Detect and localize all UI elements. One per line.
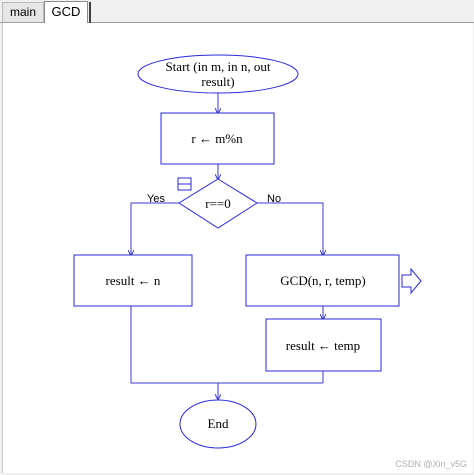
tab-gcd[interactable]: GCD <box>44 1 91 24</box>
result-temp-node[interactable]: result ← temp <box>265 318 382 372</box>
tab-main[interactable]: main <box>2 2 44 22</box>
collapse-toggle-icon[interactable] <box>177 177 192 191</box>
no-label: No <box>267 193 281 205</box>
assign-r-node[interactable]: r ← m%n <box>160 112 275 165</box>
condition-label: r==0 <box>205 196 231 211</box>
connectors <box>131 92 323 399</box>
result-temp-label: result ← temp <box>286 338 360 353</box>
gcd-call-label: GCD(n, r, temp) <box>280 273 365 288</box>
gcd-call-node[interactable]: GCD(n, r, temp) <box>245 254 400 307</box>
flowchart-canvas[interactable]: Start (in m, in n, out result) r ← m%n r… <box>2 23 473 473</box>
start-node[interactable]: Start (in m, in n, out result) <box>137 54 299 94</box>
flowchart-diagram: Start (in m, in n, out result) r ← m%n r… <box>73 54 422 449</box>
yes-label: Yes <box>147 193 165 205</box>
expand-arrow-icon[interactable] <box>401 267 422 295</box>
end-label: End <box>208 416 229 431</box>
edge-no-branch <box>257 202 323 255</box>
start-label-line1: Start (in m, in n, out <box>165 59 270 74</box>
result-n-label: result ← n <box>106 273 161 288</box>
watermark: CSDN @Xin_v5G <box>395 459 467 469</box>
condition-node[interactable]: r==0 <box>178 178 258 229</box>
assign-r-label: r ← m%n <box>191 131 243 146</box>
end-node[interactable]: End <box>179 399 257 449</box>
start-label-line2: result) <box>201 74 234 89</box>
tab-bar: main GCD <box>0 0 474 24</box>
result-n-node[interactable]: result ← n <box>73 254 193 307</box>
edge-yes-branch <box>131 202 179 255</box>
